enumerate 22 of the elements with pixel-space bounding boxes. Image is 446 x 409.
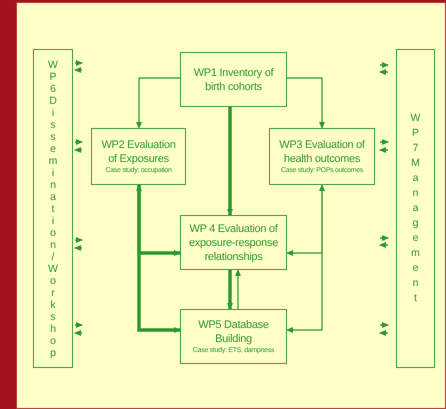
vertical-label: WP7 Management [410,111,420,306]
process-box [269,128,375,185]
box-title: WP2 Evaluation of Exposures [100,138,177,166]
arrow [136,77,180,129]
process-box [180,215,287,270]
arrow [286,185,323,256]
arrow [287,77,325,129]
process-box [180,52,287,107]
box-title: WP1 Inventory of birth cohorts [192,66,274,94]
arrow [137,185,181,256]
box-title: WP 4 Evaluation of exposure-response relationships [188,222,280,264]
process-box [180,309,287,364]
arrow [227,270,233,310]
process-box [91,128,186,185]
arrow [286,184,325,333]
arrow [227,107,233,216]
side-bar [33,49,73,368]
arrow [235,269,241,309]
box-title: WP5 Database Building [197,318,270,346]
box-title: WP3 Evaluation of health outcomes [278,138,366,166]
side-bar [396,49,435,368]
vertical-label: WP6 Dissemination/Workshop [48,58,58,358]
